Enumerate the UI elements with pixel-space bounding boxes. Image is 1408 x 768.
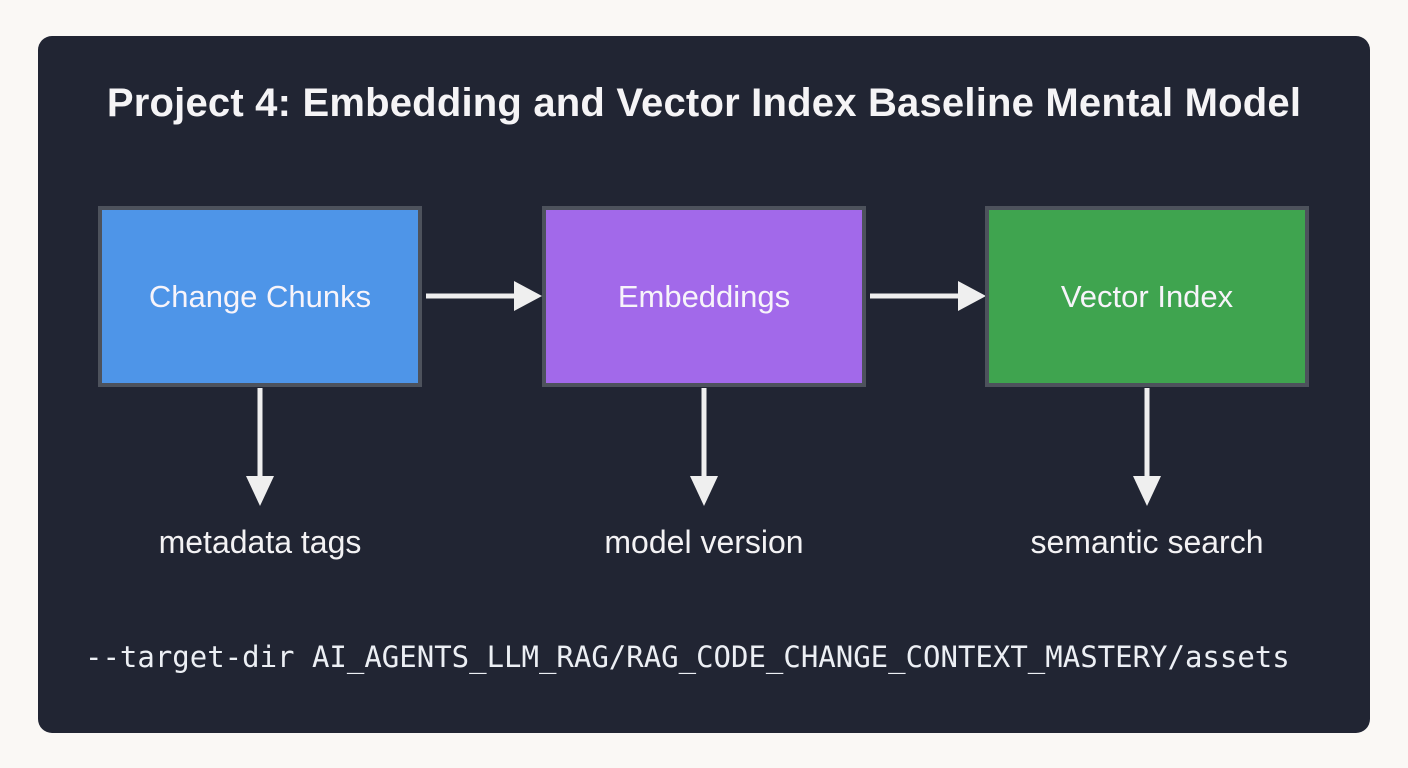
annotation-metadata-tags: metadata tags xyxy=(158,524,362,560)
page-title: Project 4: Embedding and Vector Index Ba… xyxy=(106,81,1302,125)
node-change-chunks: Change Chunks xyxy=(98,206,422,387)
node-vector-index-label: Vector Index xyxy=(1060,278,1234,314)
annotation-arrow-semantic-search xyxy=(1133,388,1161,506)
annotation-arrow-metadata-tags xyxy=(246,388,274,506)
node-vector-index: Vector Index xyxy=(985,206,1309,387)
annotation-arrow-model-version xyxy=(690,388,718,506)
annotation-model-version: model version xyxy=(604,524,804,560)
node-embeddings-label: Embeddings xyxy=(617,278,791,314)
command-line-text: --target-dir AI_AGENTS_LLM_RAG/RAG_CODE_… xyxy=(85,640,1290,674)
flow-arrow-embeddings-to-index xyxy=(870,281,986,311)
node-embeddings: Embeddings xyxy=(542,206,866,387)
annotation-semantic-search: semantic search xyxy=(1030,524,1264,560)
node-change-chunks-label: Change Chunks xyxy=(148,278,372,314)
diagram-panel: Project 4: Embedding and Vector Index Ba… xyxy=(38,36,1370,733)
flow-arrow-chunks-to-embeddings xyxy=(426,281,542,311)
